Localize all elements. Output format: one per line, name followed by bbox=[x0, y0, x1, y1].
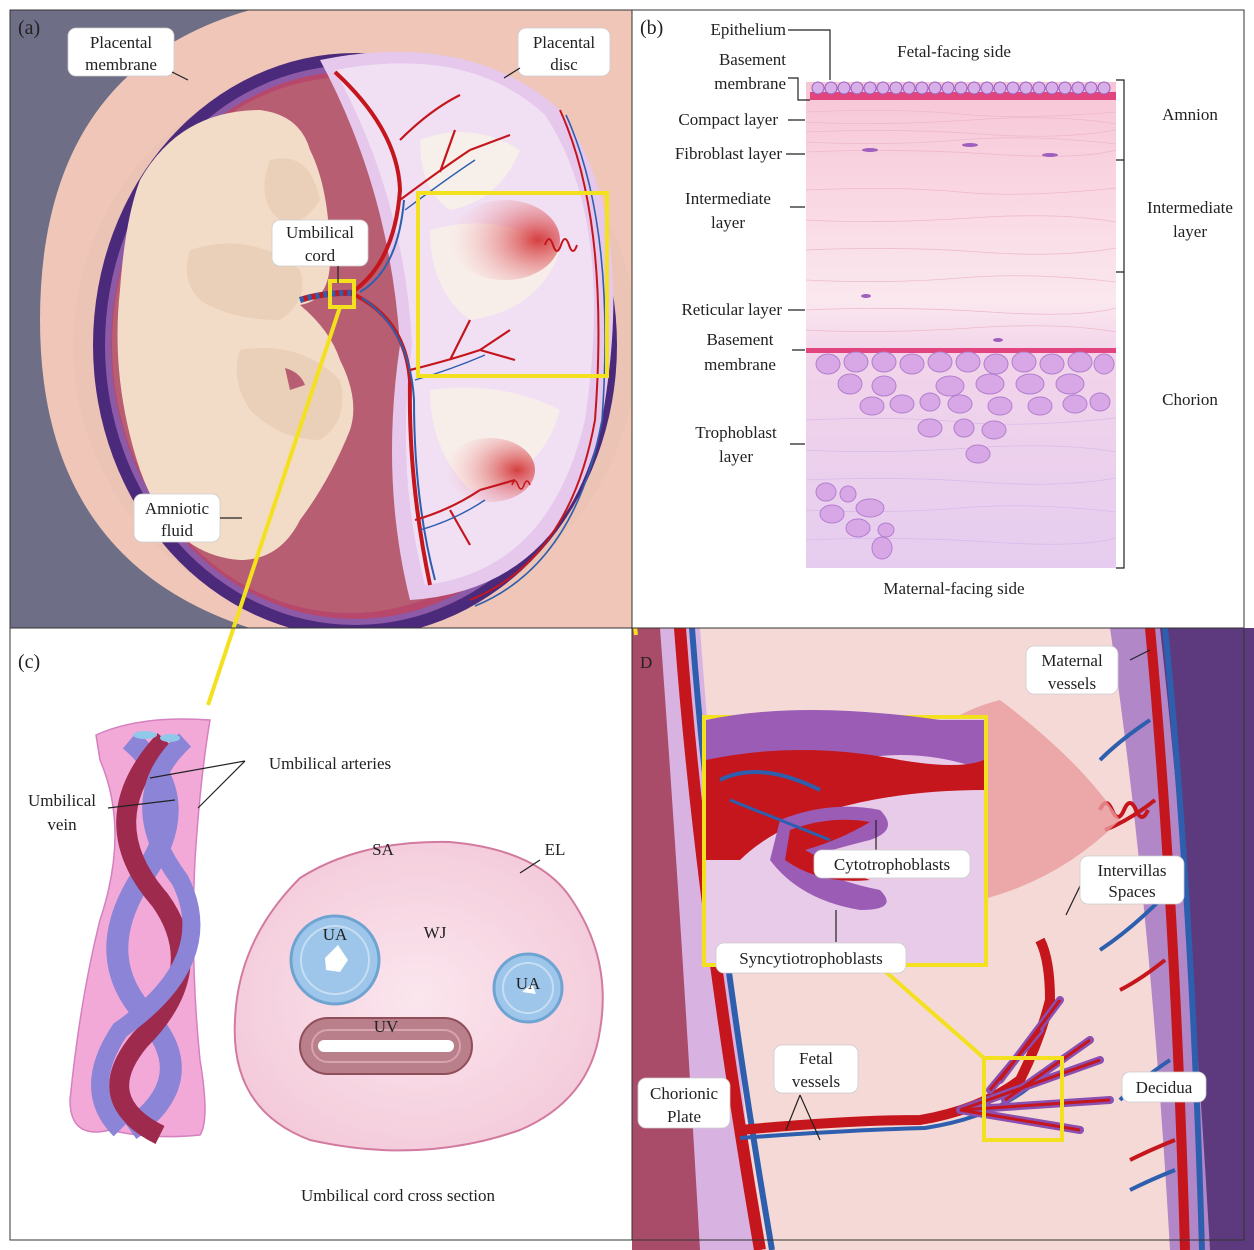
svg-text:Umbilical: Umbilical bbox=[286, 223, 354, 242]
panel-a-placenta-overview bbox=[10, 10, 637, 637]
svg-text:Spaces: Spaces bbox=[1108, 882, 1155, 901]
label-umbilical-vein-2: vein bbox=[47, 815, 77, 834]
label-basement-membrane-bottom-1: Basement bbox=[706, 330, 773, 349]
svg-text:Cytotrophoblasts: Cytotrophoblasts bbox=[834, 855, 950, 874]
svg-text:Plate: Plate bbox=[667, 1107, 701, 1126]
svg-text:Decidua: Decidua bbox=[1136, 1078, 1193, 1097]
label-syncytiotrophoblasts: Syncytiotrophoblasts bbox=[716, 943, 906, 973]
label-trophoblast-layer-2: layer bbox=[719, 447, 753, 466]
label-trophoblast-layer-1: Trophoblast bbox=[695, 423, 777, 442]
label-compact-layer: Compact layer bbox=[678, 110, 778, 129]
label-cytotrophoblasts: Cytotrophoblasts bbox=[814, 850, 970, 878]
label-umbilical-arteries: Umbilical arteries bbox=[269, 754, 391, 773]
label-maternal-facing-side: Maternal-facing side bbox=[883, 579, 1024, 598]
svg-text:Chorionic: Chorionic bbox=[650, 1084, 718, 1103]
label-umbilical-vein-1: Umbilical bbox=[28, 791, 96, 810]
label-fibroblast-layer: Fibroblast layer bbox=[675, 144, 783, 163]
panel-label-c: (c) bbox=[18, 651, 40, 673]
label-amnion: Amnion bbox=[1162, 105, 1218, 124]
label-fetal-facing-side: Fetal-facing side bbox=[897, 42, 1011, 61]
label-reticular-layer: Reticular layer bbox=[681, 300, 782, 319]
panel-label-a: (a) bbox=[18, 17, 40, 39]
panel-label-d: D bbox=[640, 653, 652, 672]
label-cross-section-caption: Umbilical cord cross section bbox=[301, 1186, 496, 1205]
svg-text:Amniotic: Amniotic bbox=[145, 499, 210, 518]
label-decidua: Decidua bbox=[1122, 1072, 1206, 1102]
label-basement-membrane-top-1: Basement bbox=[719, 50, 786, 69]
label-ua-right: UA bbox=[516, 974, 541, 993]
svg-text:Fetal: Fetal bbox=[799, 1049, 833, 1068]
label-basement-membrane-top-2: membrane bbox=[714, 74, 786, 93]
label-intermediate-layer-right-2: layer bbox=[1173, 222, 1207, 241]
label-intervillas-spaces: Intervillas Spaces bbox=[1080, 856, 1184, 904]
label-placental-membrane: Placental membrane bbox=[68, 28, 188, 80]
label-wj: WJ bbox=[424, 923, 447, 942]
label-intermediate-layer-left-1: Intermediate bbox=[685, 189, 771, 208]
label-uv: UV bbox=[374, 1017, 399, 1036]
label-epithelium: Epithelium bbox=[710, 20, 786, 39]
svg-text:membrane: membrane bbox=[85, 55, 157, 74]
svg-text:Placental: Placental bbox=[90, 33, 153, 52]
svg-text:Maternal: Maternal bbox=[1041, 651, 1103, 670]
panel-label-b: (b) bbox=[640, 17, 663, 39]
label-chorion: Chorion bbox=[1162, 390, 1218, 409]
svg-text:disc: disc bbox=[550, 55, 578, 74]
label-placental-disc: Placental disc bbox=[504, 28, 610, 78]
label-chorionic-plate: Chorionic Plate bbox=[638, 1078, 730, 1128]
svg-text:cord: cord bbox=[305, 246, 336, 265]
svg-text:Intervillas: Intervillas bbox=[1098, 861, 1167, 880]
label-ua-left: UA bbox=[323, 925, 348, 944]
panel-b-membrane-layers bbox=[632, 10, 1244, 628]
svg-text:vessels: vessels bbox=[792, 1072, 840, 1091]
svg-text:vessels: vessels bbox=[1048, 674, 1096, 693]
label-intermediate-layer-right-1: Intermediate bbox=[1147, 198, 1233, 217]
svg-text:fluid: fluid bbox=[161, 521, 194, 540]
svg-text:Syncytiotrophoblasts: Syncytiotrophoblasts bbox=[739, 949, 883, 968]
label-basement-membrane-bottom-2: membrane bbox=[704, 355, 776, 374]
label-el: EL bbox=[545, 840, 566, 859]
label-maternal-vessels: Maternal vessels bbox=[1026, 646, 1118, 694]
label-fetal-vessels: Fetal vessels bbox=[774, 1045, 858, 1093]
svg-text:Placental: Placental bbox=[533, 33, 596, 52]
label-intermediate-layer-left-2: layer bbox=[711, 213, 745, 232]
label-sa: SA bbox=[372, 840, 394, 859]
